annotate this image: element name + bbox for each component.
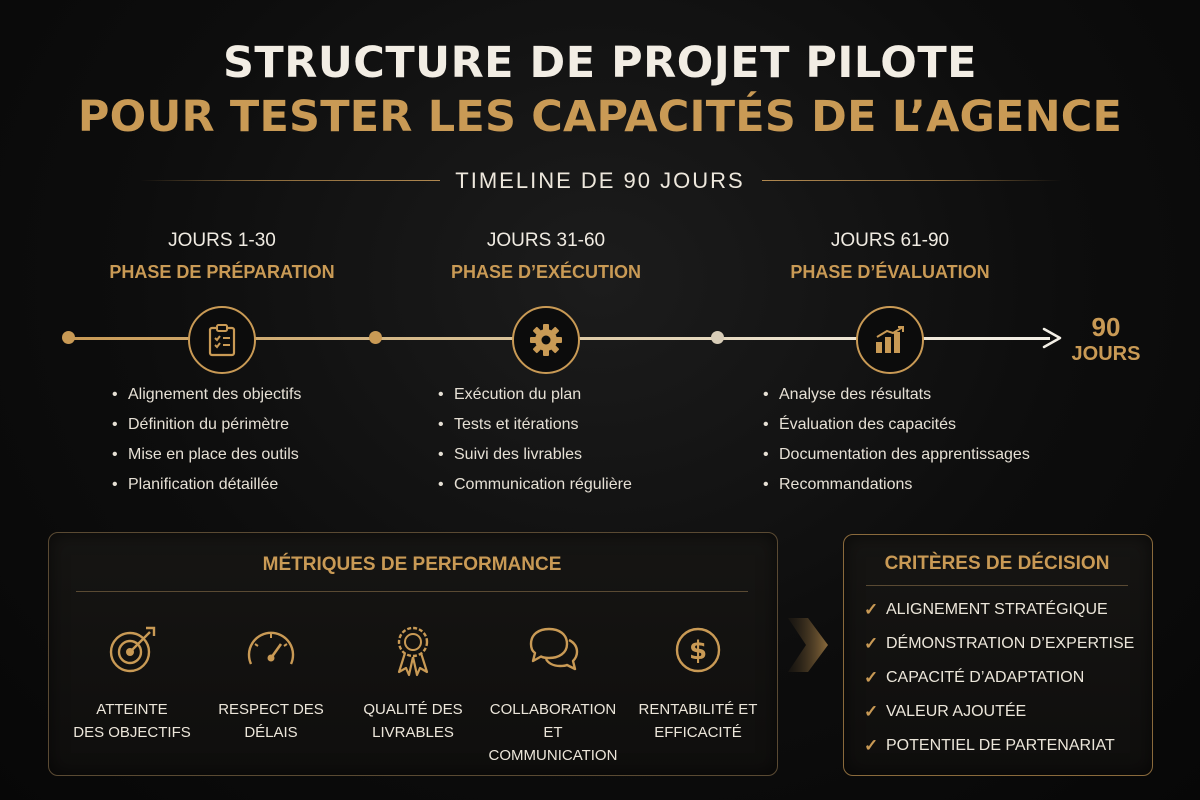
metric-deliverable-quality: QUALITÉ DES LIVRABLES <box>343 622 483 744</box>
criteria-item: ✓ DÉMONSTRATION D’EXPERTISE <box>864 627 1144 661</box>
metric-label-line1: COLLABORATION ET <box>489 701 617 741</box>
phase-2-icon-circle <box>512 306 580 374</box>
criteria-item: ✓ CAPACITÉ D’ADAPTATION <box>864 661 1144 695</box>
metric-label-line2: LIVRABLES <box>372 724 454 741</box>
clipboard-checklist-icon <box>208 324 236 357</box>
criteria-item: ✓ POTENTIEL DE PARTENARIAT <box>864 729 1144 763</box>
timeline-milestone-dot <box>369 331 382 344</box>
checkmark-icon: ✓ <box>864 668 879 687</box>
page-title-accent: POUR TESTER LES CAPACITÉS DE L’AGENCE <box>77 92 1123 142</box>
target-icon <box>109 626 156 673</box>
criteria-label: ALIGNEMENT STRATÉGIQUE <box>886 601 1108 618</box>
phase-3-name: PHASE D’ÉVALUATION <box>790 262 990 282</box>
list-item: Exécution du plan <box>438 384 632 414</box>
checkmark-icon: ✓ <box>864 600 879 619</box>
criteria-item: ✓ ALIGNEMENT STRATÉGIQUE <box>864 593 1144 627</box>
list-item: Évaluation des capacités <box>763 414 1030 444</box>
phase-3-days: JOURS 61-90 <box>830 230 950 251</box>
subtitle-rule-left <box>140 180 440 181</box>
list-item: Analyse des résultats <box>763 384 1030 414</box>
metric-label-line2: DÉLAIS <box>244 724 298 741</box>
criteria-item: ✓ VALEUR AJOUTÉE <box>864 695 1144 729</box>
phase-1-name: PHASE DE PRÉPARATION <box>109 262 335 282</box>
metric-label-line1: ATTEINTE <box>96 701 168 718</box>
criteria-panel <box>843 534 1153 776</box>
phase-3-icon-circle <box>856 306 924 374</box>
timeline-milestone-dot <box>711 331 724 344</box>
criteria-title: CRITÈRES DE DÉCISION <box>884 553 1110 574</box>
metric-profitability: $ RENTABILITÉ ET EFFICACITÉ <box>628 622 768 744</box>
timeline-arrow-icon <box>1040 327 1064 354</box>
speedometer-icon <box>247 631 295 665</box>
list-item: Documentation des apprentissages <box>763 444 1030 474</box>
timeline-end-unit: JOURS <box>1071 343 1141 365</box>
criteria-label: DÉMONSTRATION D’EXPERTISE <box>886 635 1135 652</box>
criteria-label: VALEUR AJOUTÉE <box>886 703 1027 720</box>
phase-1-list: Alignement des objectifs Définition du p… <box>112 384 301 504</box>
metric-label-line1: RESPECT DES <box>218 701 324 718</box>
phase-2-list: Exécution du plan Tests et itérations Su… <box>438 384 632 504</box>
list-item: Mise en place des outils <box>112 444 301 474</box>
metric-label-line2: COMMUNICATION <box>488 747 618 764</box>
list-item: Définition du périmètre <box>112 414 301 444</box>
criteria-label: POTENTIEL DE PARTENARIAT <box>886 737 1115 754</box>
award-ribbon-icon <box>397 626 429 677</box>
phase-2-name: PHASE D’EXÉCUTION <box>450 262 642 282</box>
list-item: Planification détaillée <box>112 474 301 504</box>
timeline-start-dot <box>62 331 75 344</box>
list-item: Tests et itérations <box>438 414 632 444</box>
chat-bubbles-icon <box>529 627 579 671</box>
checkmark-icon: ✓ <box>864 702 879 721</box>
list-item: Recommandations <box>763 474 1030 504</box>
timeline-subtitle: TIMELINE DE 90 JOURS <box>455 168 745 193</box>
svg-text:$: $ <box>689 636 707 666</box>
checkmark-icon: ✓ <box>864 736 879 755</box>
gear-icon <box>530 324 562 356</box>
metric-collaboration: COLLABORATION ET COMMUNICATION <box>483 622 623 767</box>
metric-goal-achievement: ATTEINTE DES OBJECTIFS <box>62 622 202 744</box>
list-item: Communication régulière <box>438 474 632 504</box>
criteria-rule <box>866 585 1128 586</box>
metric-label-line1: RENTABILITÉ ET <box>638 701 758 718</box>
metric-label-line2: EFFICACITÉ <box>654 724 742 741</box>
phase-1-icon-circle <box>188 306 256 374</box>
criteria-label: CAPACITÉ D’ADAPTATION <box>886 669 1085 686</box>
checkmark-icon: ✓ <box>864 634 879 653</box>
metrics-title: MÉTRIQUES DE PERFORMANCE <box>262 554 562 575</box>
subtitle-rule-right <box>762 180 1062 181</box>
phase-2-days: JOURS 31-60 <box>486 230 606 251</box>
chevron-right-icon <box>786 612 830 683</box>
list-item: Alignement des objectifs <box>112 384 301 414</box>
metrics-rule <box>76 591 748 592</box>
metric-label-line1: QUALITÉ DES <box>363 701 463 718</box>
metrics-panel <box>48 532 778 776</box>
list-item: Suivi des livrables <box>438 444 632 474</box>
phase-3-list: Analyse des résultats Évaluation des cap… <box>763 384 1030 504</box>
page-title: STRUCTURE DE PROJET PILOTE <box>222 38 978 88</box>
timeline-end-number: 90 <box>1091 312 1121 342</box>
dollar-coin-icon: $ <box>675 627 721 673</box>
metric-deadline-respect: RESPECT DES DÉLAIS <box>201 622 341 744</box>
phase-1-days: JOURS 1-30 <box>168 230 276 251</box>
metric-label-line2: DES OBJECTIFS <box>73 724 191 741</box>
bar-chart-icon <box>876 326 904 353</box>
